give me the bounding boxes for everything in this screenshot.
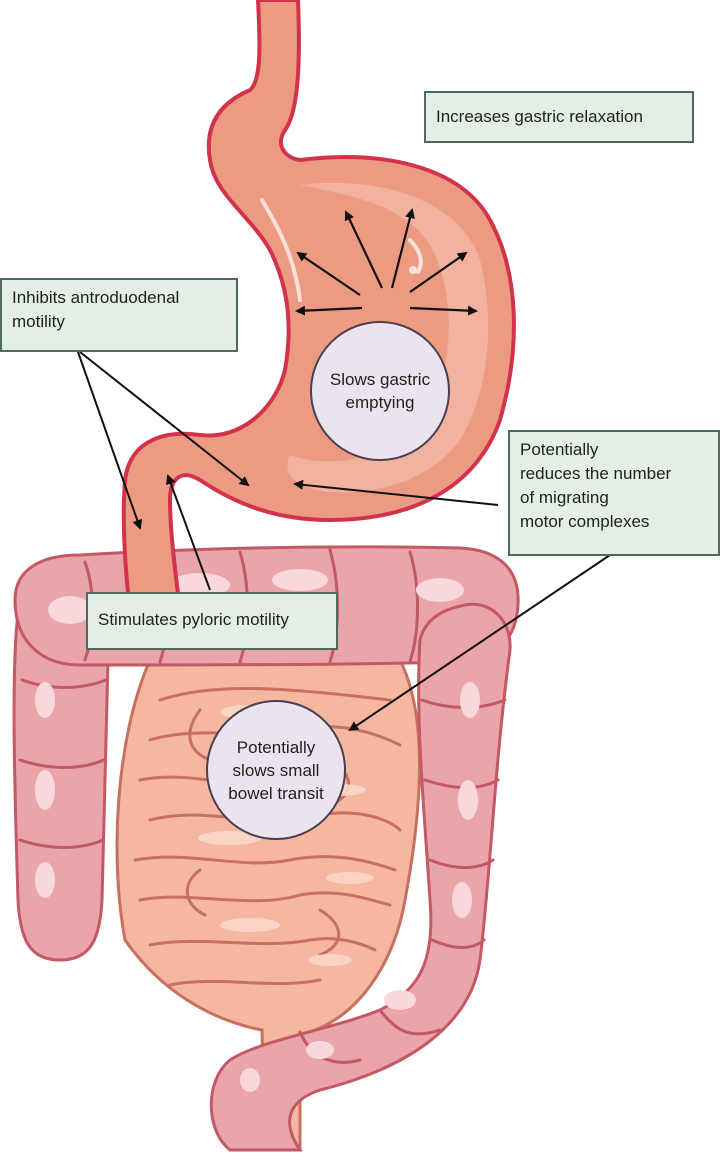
label-mmc-line-1: Potentially — [520, 438, 708, 462]
circle-small-bowel-transit: Potentially slows small bowel transit — [206, 700, 346, 840]
label-pyloric-motility: Stimulates pyloric motility — [86, 592, 338, 650]
label-gastric-relaxation-text: Increases gastric relaxation — [436, 99, 682, 135]
label-gastric-relaxation: Increases gastric relaxation — [424, 91, 694, 143]
label-pyloric-text: Stimulates pyloric motility — [98, 600, 326, 640]
circle-gastric-emptying-line-2: emptying — [346, 391, 415, 414]
label-migrating-motor-complexes: Potentially reduces the number of migrat… — [508, 430, 720, 556]
circle-gastric-emptying: Slows gastric emptying — [310, 321, 450, 461]
circle-small-bowel-line-3: bowel transit — [228, 782, 323, 805]
circle-small-bowel-line-1: Potentially — [237, 736, 315, 759]
label-antroduodenal-motility: Inhibits antroduodenal motility — [0, 278, 238, 352]
label-mmc-line-3: of migrating — [520, 486, 708, 510]
circle-small-bowel-line-2: slows small — [233, 759, 320, 782]
arrow-to-duodenum — [78, 352, 140, 528]
label-antroduodenal-line-1: Inhibits antroduodenal — [12, 286, 226, 310]
circle-gastric-emptying-line-1: Slows gastric — [330, 368, 430, 391]
label-mmc-line-2: reduces the number — [520, 462, 708, 486]
label-mmc-line-4: motor complexes — [520, 510, 708, 534]
label-antroduodenal-line-2: motility — [12, 310, 226, 334]
